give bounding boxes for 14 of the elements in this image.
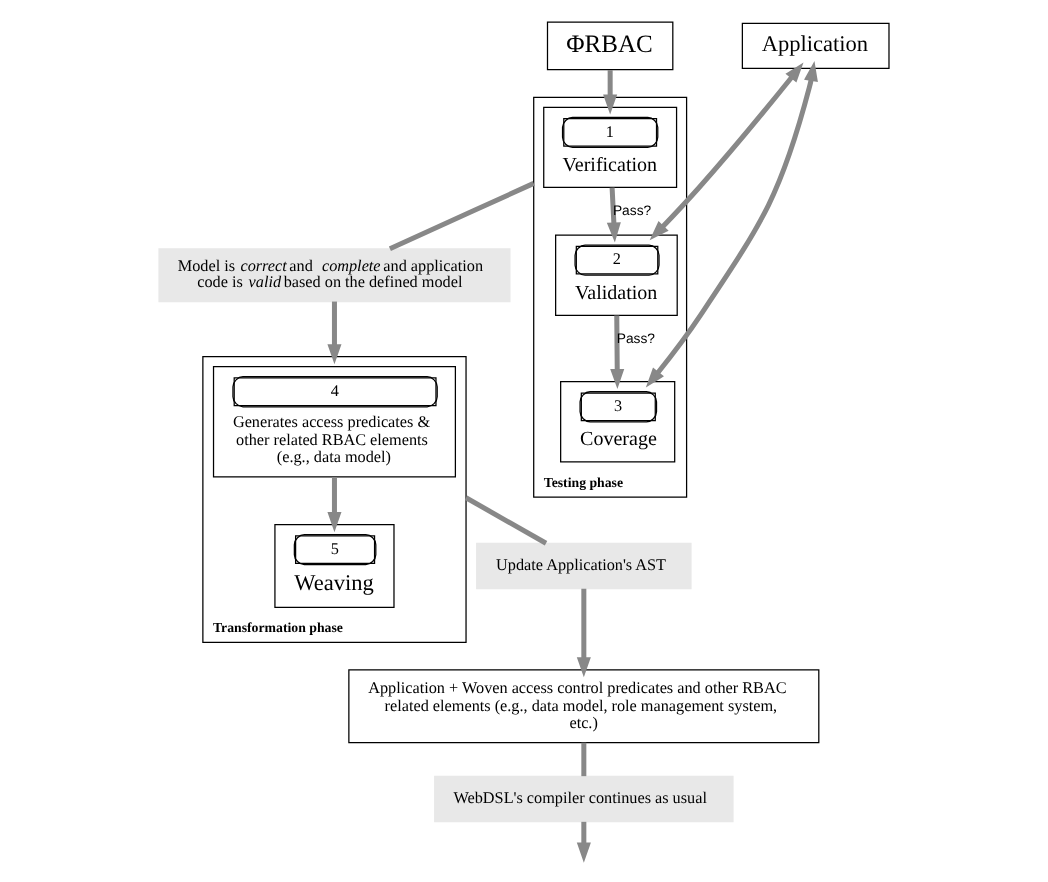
arrow: [606, 187, 621, 243]
arrow: [603, 70, 618, 115]
node-box: ΦRBAC: [546, 21, 674, 71]
arrow: [576, 821, 591, 863]
connector: [581, 742, 587, 777]
arrow: [610, 315, 625, 390]
arrow: [327, 477, 342, 533]
connector: [464, 495, 548, 546]
connector: [388, 181, 535, 252]
arrow: [645, 61, 818, 388]
node-box: Application: [741, 22, 890, 70]
arrow: [576, 588, 591, 678]
arrow: [649, 62, 804, 241]
arrow: [327, 301, 342, 365]
